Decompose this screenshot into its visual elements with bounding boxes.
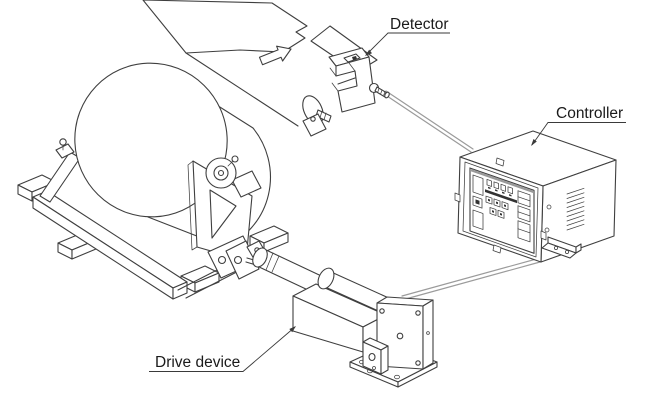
controller-leader-line — [531, 122, 626, 146]
controller-front-panel — [469, 167, 535, 254]
panel-windows — [517, 190, 531, 243]
drive-device-label: Drive device — [155, 354, 240, 371]
drive-device-leader-line — [149, 326, 296, 372]
drive-device-callout: Drive device — [149, 326, 296, 372]
cable-detector-to-controller — [383, 90, 474, 153]
web-direction-arrow-icon — [258, 45, 292, 66]
controller-unit — [454, 130, 617, 263]
detector-callout: Detector — [365, 16, 450, 56]
controller-label: Controller — [556, 105, 623, 122]
stand-left-upright — [39, 138, 81, 203]
panel-buttons — [485, 195, 509, 219]
panel-display-bar — [485, 189, 517, 204]
drive-device-actuator — [225, 240, 438, 388]
controller-callout: Controller — [531, 105, 626, 146]
detector-leader-line — [365, 32, 450, 56]
panel-indicator-row — [486, 179, 513, 197]
cable-controller-to-drive — [401, 257, 541, 301]
mounting-bracket — [541, 236, 582, 259]
panel-clip — [454, 157, 547, 254]
detector-label: Detector — [390, 16, 449, 33]
detector-sensor — [328, 47, 390, 113]
vent-grille — [566, 187, 585, 231]
roll-stand — [17, 138, 289, 300]
web-roll — [74, 62, 271, 262]
